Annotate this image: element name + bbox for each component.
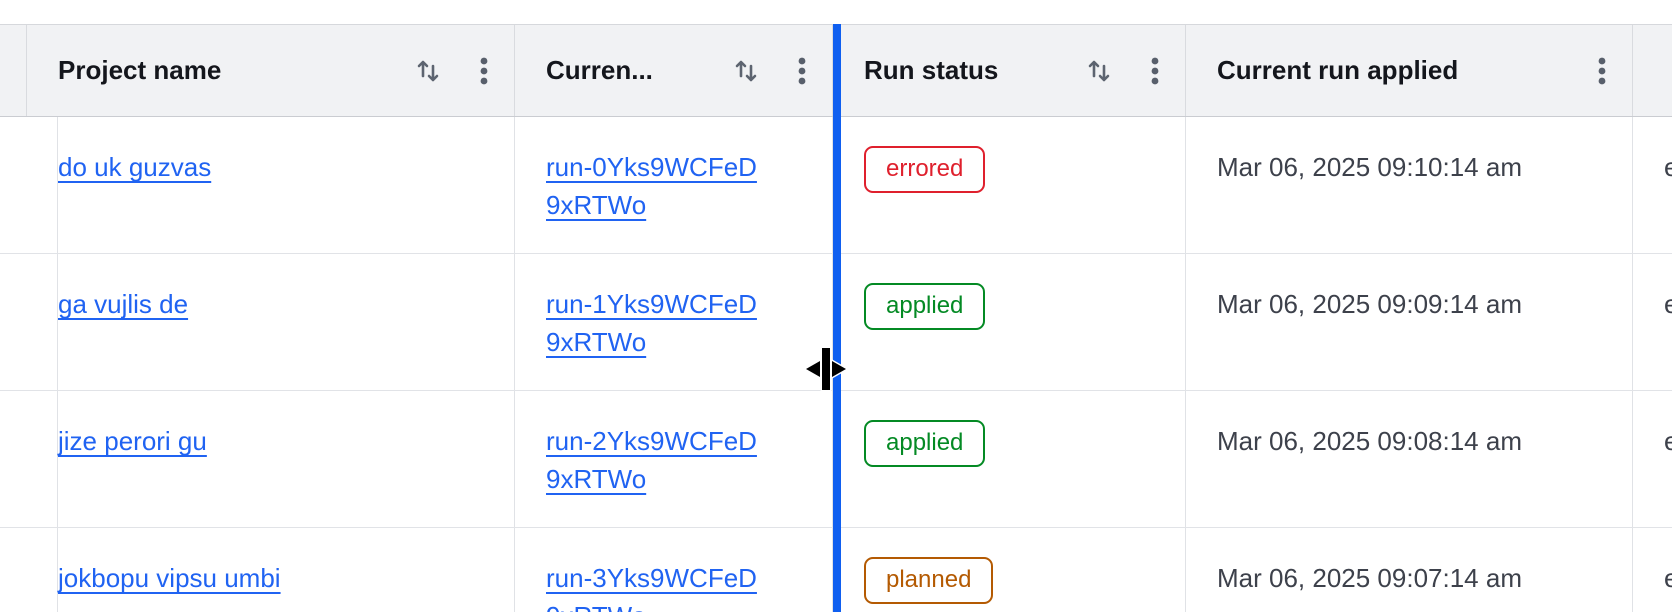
sort-icon[interactable]	[416, 57, 440, 85]
applied-timestamp: Mar 06, 2025 09:08:14 am	[1217, 426, 1522, 456]
status-badge: applied	[864, 283, 986, 330]
run-status-cell: errored	[833, 117, 1186, 253]
status-badge: planned	[864, 557, 994, 604]
current-run-applied-cell: Mar 06, 2025 09:07:14 am	[1186, 528, 1633, 612]
run-status-cell: planned	[833, 528, 1186, 612]
project-name-cell: do uk guzvas	[27, 117, 515, 253]
column-header-overflow: V	[1633, 25, 1672, 116]
project-name-cell: jokbopu vipsu umbi	[27, 528, 515, 612]
applied-timestamp: Mar 06, 2025 09:09:14 am	[1217, 289, 1522, 319]
row-gutter-cell	[0, 117, 58, 253]
project-name-cell: jize perori gu	[27, 391, 515, 527]
kebab-menu-icon[interactable]	[1151, 56, 1159, 86]
column-label: Project name	[58, 55, 222, 85]
current-run-applied-cell: Mar 06, 2025 09:08:14 am	[1186, 391, 1633, 527]
row-gutter-cell	[0, 254, 58, 390]
kebab-menu-icon[interactable]	[1598, 56, 1606, 86]
column-header-project-name: Project name	[27, 25, 515, 116]
column-label: Current run applied	[1217, 55, 1459, 85]
column-header-run-status: Run status	[833, 25, 1186, 116]
project-link[interactable]: do uk guzvas	[58, 152, 212, 182]
kebab-menu-icon[interactable]	[798, 56, 806, 86]
status-badge: applied	[864, 420, 986, 467]
project-name-cell: ga vujlis de	[27, 254, 515, 390]
column-label: Curren...	[546, 55, 653, 85]
overflow-cell: e	[1664, 152, 1672, 182]
project-link[interactable]: jokbopu vipsu umbi	[58, 563, 281, 593]
current-run-applied-cell: Mar 06, 2025 09:10:14 am	[1186, 117, 1633, 253]
current-run-cell: run-3Yks9WCFeD9xRTWo	[515, 528, 833, 612]
current-run-applied-cell: Mar 06, 2025 09:09:14 am	[1186, 254, 1633, 390]
applied-timestamp: Mar 06, 2025 09:10:14 am	[1217, 152, 1522, 182]
row-gutter-cell	[0, 391, 58, 527]
column-header-current-run-applied: Current run applied	[1186, 25, 1633, 116]
applied-timestamp: Mar 06, 2025 09:07:14 am	[1217, 563, 1522, 593]
overflow-cell: e	[1664, 563, 1672, 593]
header-gutter-cell	[0, 25, 27, 116]
run-link[interactable]: run-3Yks9WCFeD9xRTWo	[546, 563, 757, 612]
column-label: Run status	[864, 55, 999, 85]
run-status-cell: applied	[833, 254, 1186, 390]
project-link[interactable]: ga vujlis de	[58, 289, 189, 319]
overflow-cell: e	[1664, 289, 1672, 319]
kebab-menu-icon[interactable]	[480, 56, 488, 86]
column-header-current-run: Curren...	[515, 25, 833, 116]
sort-icon[interactable]	[734, 57, 758, 85]
status-badge: errored	[864, 146, 986, 193]
overflow-cell: e	[1664, 426, 1672, 456]
project-link[interactable]: jize perori gu	[58, 426, 207, 456]
run-status-cell: applied	[833, 391, 1186, 527]
sort-icon[interactable]	[1087, 57, 1111, 85]
column-resize-line[interactable]	[833, 24, 841, 612]
row-gutter-cell	[0, 528, 58, 612]
